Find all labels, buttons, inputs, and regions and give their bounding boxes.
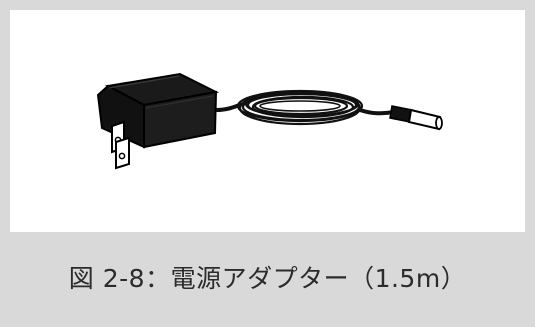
dc-cable [359, 108, 395, 116]
figure-caption: 図 2-8：電源アダプター（1.5m） [68, 263, 467, 293]
adapter-prongs [111, 120, 130, 170]
adapter-cable [215, 102, 243, 112]
figure-image-panel [10, 10, 525, 232]
adapter-body [96, 72, 220, 149]
dc-plug [389, 105, 443, 131]
power-adapter-icon [96, 72, 443, 170]
coiled-cable [236, 89, 364, 126]
